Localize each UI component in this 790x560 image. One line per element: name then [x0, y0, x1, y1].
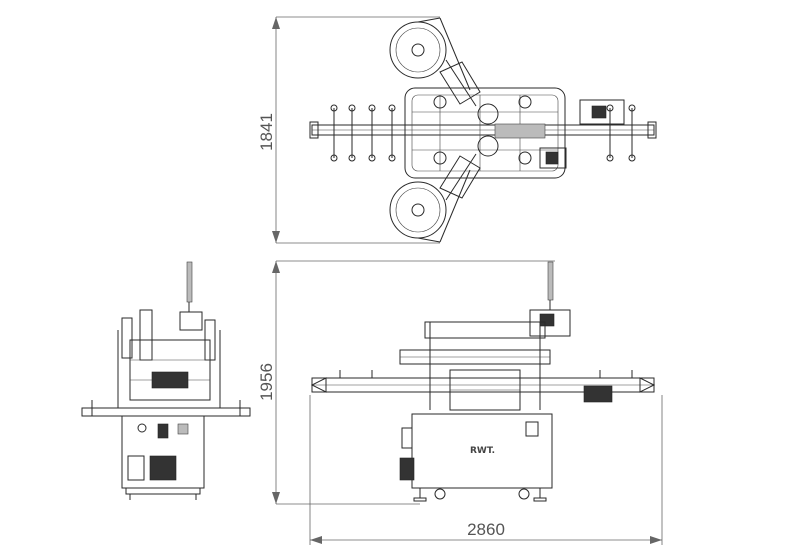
- label-reel-bottom: [389, 153, 481, 243]
- guide-posts-right: [606, 104, 636, 162]
- dimension-label-2860: 2860: [467, 520, 505, 539]
- front-view: 1956 2860: [257, 260, 663, 545]
- dimension-front-width: 2860: [309, 395, 663, 545]
- dimension-label-1841: 1841: [257, 113, 276, 151]
- label-reel-top: [389, 17, 481, 107]
- brand-label: RWT.: [470, 446, 495, 456]
- side-view: [81, 261, 251, 500]
- dimension-top-height: 1841: [257, 16, 440, 244]
- dimension-label-1956: 1956: [257, 363, 276, 401]
- top-view: 1841: [257, 16, 657, 244]
- dimension-front-height: 1956: [257, 260, 555, 505]
- guide-posts-left: [330, 104, 396, 162]
